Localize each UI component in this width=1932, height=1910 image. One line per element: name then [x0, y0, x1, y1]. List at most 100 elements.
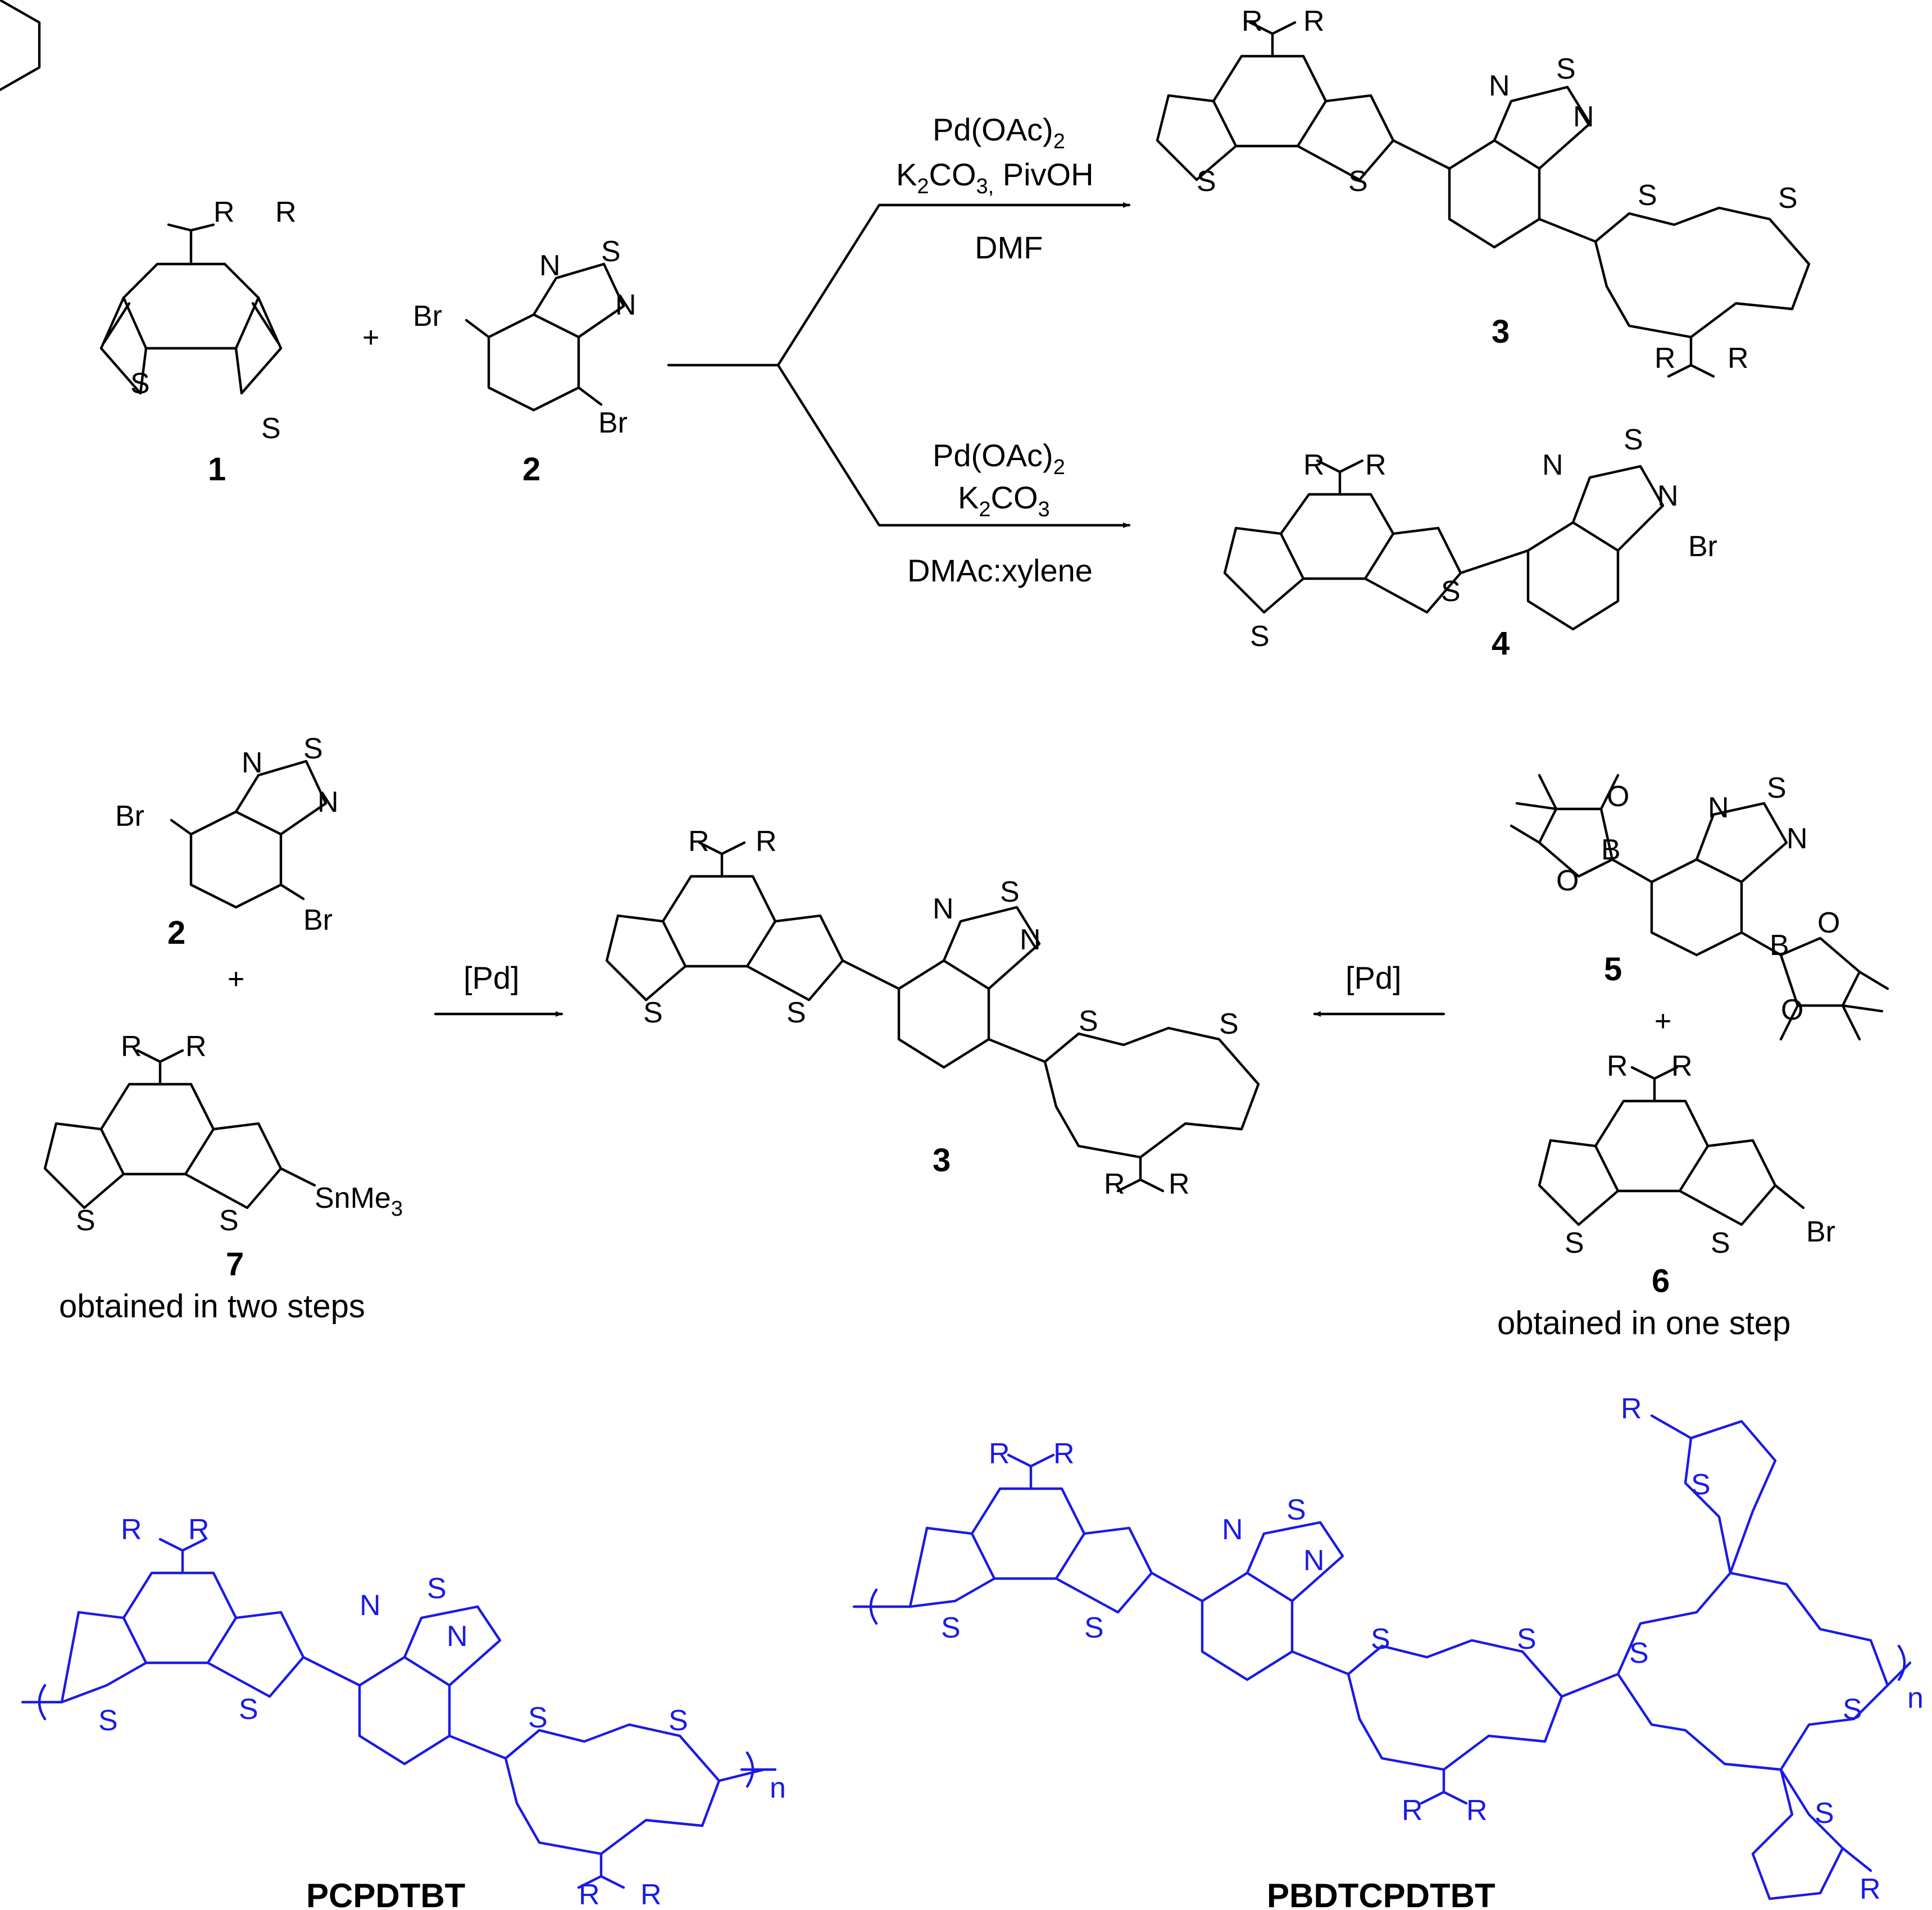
- atom-N: N: [242, 747, 263, 779]
- atom-R: R: [121, 1030, 142, 1063]
- atom-Br: Br: [598, 407, 628, 439]
- compound-label-7: 7: [226, 1246, 244, 1283]
- compound-2-structure: N S N Br Br: [413, 235, 637, 439]
- polymer-repeat-n: n: [770, 1772, 786, 1804]
- cyclopentadithiophene-unit: [0, 0, 41, 92]
- compound-6-structure: R R S S Br: [1538, 1050, 1835, 1259]
- atom-N: N: [360, 1589, 381, 1622]
- atom-R: R: [1607, 1050, 1628, 1083]
- atom-S: S: [1219, 1008, 1239, 1040]
- polymer-name-pcpdtbt: PCPDTBT: [306, 1877, 465, 1910]
- atom-N: N: [1020, 924, 1041, 956]
- atom-S: S: [787, 997, 806, 1029]
- atom-R: R: [756, 825, 777, 858]
- compound-label-5: 5: [1604, 951, 1622, 988]
- atom-S: S: [1767, 772, 1786, 804]
- polymer-name-pbdtcpdtbt: PBDTCPDTBT: [1267, 1877, 1495, 1910]
- compound-label-1: 1: [208, 451, 226, 488]
- compound-3-structure: R R S S N S N S S R R: [1156, 5, 1811, 378]
- plus-sign: +: [228, 963, 244, 995]
- atom-N: N: [1222, 1513, 1243, 1546]
- compound-label-2b: 2: [167, 915, 185, 951]
- atom-S: S: [1348, 165, 1368, 198]
- atom-R: R: [1303, 5, 1325, 38]
- atom-S: S: [98, 1704, 118, 1737]
- atom-R: R: [1466, 1794, 1488, 1827]
- condition-solvent: DMF: [975, 230, 1043, 265]
- atom-Br: Br: [1688, 530, 1717, 563]
- atom-S: S: [1197, 165, 1216, 198]
- atom-S: S: [239, 1693, 258, 1726]
- atom-R: R: [1053, 1438, 1075, 1470]
- atom-N: N: [1542, 449, 1563, 481]
- atom-B: B: [1770, 929, 1789, 962]
- atom-S: S: [643, 997, 663, 1029]
- atom-Br: Br: [1806, 1216, 1835, 1248]
- arrow-to-3: [667, 202, 1131, 367]
- atom-Br: Br: [115, 800, 144, 833]
- atom-N: N: [539, 249, 561, 282]
- condition-pd-left: [Pd]: [463, 960, 520, 995]
- atom-N: N: [1708, 792, 1729, 824]
- atom-R: R: [188, 1513, 210, 1546]
- atom-S: S: [528, 1702, 548, 1734]
- atom-R: R: [579, 1879, 600, 1910]
- condition-reagents: K2CO3, PivOH: [896, 157, 1094, 198]
- atom-O: O: [1607, 780, 1629, 813]
- compound-label-4: 4: [1492, 625, 1510, 662]
- atom-S: S: [1565, 1227, 1584, 1259]
- condition-catalyst: Pd(OAc)2: [933, 438, 1065, 479]
- atom-S: S: [427, 1572, 447, 1605]
- atom-S: S: [1250, 620, 1270, 653]
- atom-R: R: [1402, 1794, 1423, 1827]
- atom-O: O: [1817, 907, 1840, 939]
- atom-S: S: [76, 1204, 96, 1237]
- atom-R: R: [1654, 342, 1676, 375]
- atom-R: R: [1303, 449, 1325, 481]
- atom-R: R: [1621, 1393, 1642, 1425]
- atom-N: N: [317, 786, 339, 818]
- atom-N: N: [1573, 101, 1594, 133]
- atom-S: S: [1517, 1623, 1536, 1656]
- compound-label-3: 3: [1492, 313, 1510, 350]
- atom-S: S: [261, 412, 281, 445]
- atom-N: N: [447, 1620, 468, 1653]
- atom-R: R: [640, 1879, 662, 1910]
- atom-S: S: [1084, 1612, 1104, 1644]
- atom-O: O: [1781, 994, 1803, 1026]
- atom-S: S: [601, 235, 621, 268]
- atom-S: S: [1624, 424, 1643, 456]
- condition-catalyst: Pd(OAc)2: [933, 112, 1065, 153]
- atom-R: R: [275, 196, 297, 229]
- atom-S: S: [669, 1704, 688, 1737]
- condition-base: K2CO3: [958, 480, 1050, 521]
- atom-S: S: [1691, 1468, 1711, 1501]
- atom-O: O: [1556, 865, 1579, 897]
- condition-pd-right: [Pd]: [1345, 960, 1402, 995]
- atom-R: R: [1104, 1168, 1125, 1200]
- plus-sign: +: [1654, 1005, 1671, 1038]
- atom-R: R: [1169, 1168, 1190, 1200]
- atom-N: N: [1489, 70, 1510, 102]
- atom-S: S: [1778, 182, 1798, 215]
- atom-S: S: [1629, 1637, 1649, 1670]
- polymer-pbdtcpdtbt-structure: R R S S N S N S S R R S S S R S R n: [852, 1393, 1924, 1906]
- arrow-to-4: [776, 363, 1131, 528]
- atom-N: N: [1657, 480, 1679, 512]
- atom-R: R: [1728, 342, 1749, 375]
- note-compound-6: obtained in one step: [1497, 1305, 1790, 1341]
- compound-label-2: 2: [522, 451, 540, 488]
- polymer-pcpdtbt-structure: R R S S N S N S S R R n: [21, 1513, 786, 1910]
- atom-R: R: [185, 1030, 207, 1063]
- atom-S: S: [1371, 1623, 1390, 1656]
- compound-label-3b: 3: [933, 1142, 951, 1179]
- plus-sign: +: [362, 321, 379, 354]
- atom-S: S: [1287, 1494, 1306, 1526]
- condition-solvent: DMAc:xylene: [907, 553, 1093, 588]
- atom-S: S: [941, 1612, 961, 1644]
- atom-R: R: [989, 1438, 1010, 1470]
- atom-S: S: [219, 1204, 239, 1237]
- atom-S: S: [1000, 876, 1020, 908]
- atom-N: N: [615, 289, 637, 321]
